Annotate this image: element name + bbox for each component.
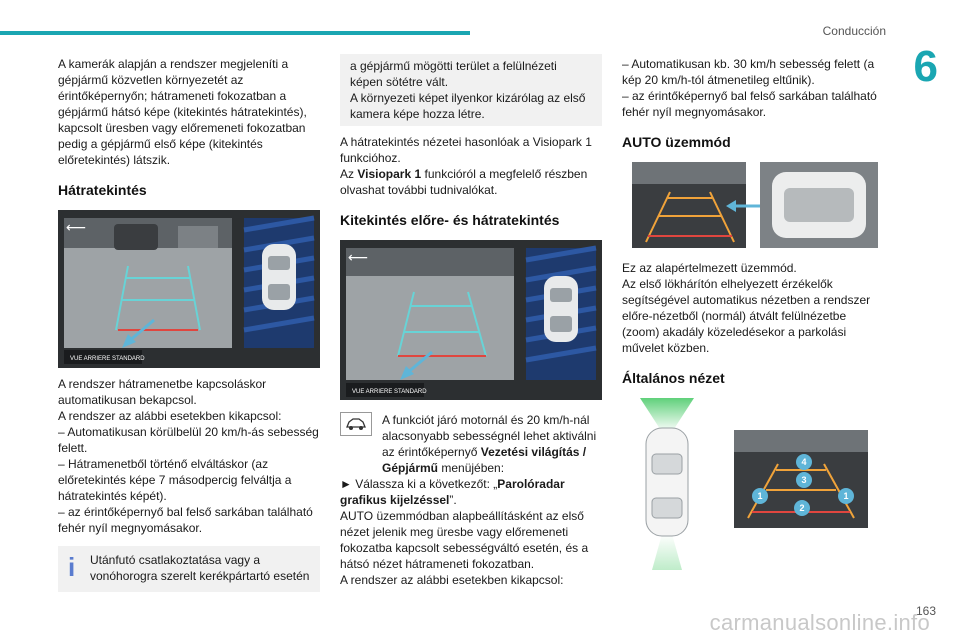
- off-bullet-3: – az érintőképernyő bal felső sarkában t…: [58, 505, 313, 535]
- auto-mode-text: AUTO üzemmódban alapbeállításként az els…: [340, 509, 589, 571]
- watermark: carmanualsonline.info: [709, 610, 930, 635]
- note-cont-2: A környezeti képet ilyenkor kizárólag az…: [350, 91, 586, 121]
- section-title: Conducción: [822, 24, 886, 38]
- activation-text: A funkciót járó motornál és 20 km/h-nál …: [382, 413, 597, 475]
- column-1: A kamerák alapján a rendszer megjeleníti…: [58, 56, 320, 600]
- page-number: 163: [915, 604, 936, 618]
- front-rear-camera-image: VUE ARRIERE STANDARD ⟵: [340, 240, 602, 400]
- marker-3: [796, 472, 812, 488]
- marker-4: [796, 454, 812, 470]
- off-bullet-1: – Automatikusan körülbelül 20 km/h-ás se…: [58, 425, 319, 455]
- activation-row: A funkciót járó motornál és 20 km/h-nál …: [340, 412, 602, 476]
- info-note: i Utánfutó csatlakoztatása vagy a vonóho…: [58, 546, 320, 592]
- rear-camera-image: VUE ARRIERE STANDARD ⟵: [58, 210, 320, 368]
- back-arrow-icon: ⟵: [348, 250, 368, 266]
- chapter-number: 6: [913, 42, 938, 91]
- marker-1-left: [752, 488, 768, 504]
- heading-front-rear-view: Kitekintés előre- és hátratekintés: [340, 212, 560, 228]
- marker-4-label: 4: [801, 457, 806, 467]
- front-rear-image-label: VUE ARRIERE STANDARD: [352, 389, 427, 395]
- heading-rear-view: Hátratekintés: [58, 182, 147, 198]
- rear-image-label: VUE ARRIERE STANDARD: [70, 356, 145, 362]
- auto-mode-images: [622, 162, 884, 250]
- car-icon: [340, 412, 372, 436]
- off-conditions-text-2: A rendszer az alábbi esetekben kikapcsol…: [340, 573, 564, 587]
- select-instruction: ► Válassza ki a következőt: „Parolóradar…: [340, 477, 565, 507]
- marker-3-label: 3: [801, 475, 806, 485]
- heading-general-view: Általános nézet: [622, 370, 725, 386]
- marker-1-right: [838, 488, 854, 504]
- off-bullet-arrow: – az érintőképernyő bal felső sarkában t…: [622, 89, 877, 119]
- heading-auto-mode: AUTO üzemmód: [622, 134, 731, 150]
- intro-paragraph: A kamerák alapján a rendszer megjeleníti…: [58, 57, 307, 167]
- visiopark-text: A hátratekintés nézetei hasonlóak a Visi…: [340, 135, 592, 165]
- column-3: – Automatikusan kb. 30 km/h sebesség fel…: [622, 56, 884, 570]
- off-bullet-speed: – Automatikusan kb. 30 km/h sebesség fel…: [622, 57, 875, 87]
- note-cont-1: a gépjármű mögötti terület a felülnézeti…: [350, 59, 557, 89]
- default-mode-text: Ez az alapértelmezett üzemmód.: [622, 261, 797, 275]
- back-arrow-icon: ⟵: [66, 220, 86, 236]
- off-conditions-text: A rendszer az alábbi esetekben kikapcsol…: [58, 409, 282, 423]
- info-note-text: Utánfutó csatlakoztatása vagy a vonóhoro…: [90, 553, 310, 583]
- column-2: a gépjármű mögötti terület a felülnézeti…: [340, 54, 602, 588]
- marker-2-label: 2: [799, 503, 804, 513]
- marker-2: [794, 500, 810, 516]
- general-view-images: 1 2 1 3 4: [622, 398, 884, 570]
- marker-1-left-label: 1: [757, 491, 762, 501]
- auto-switch-text: Az első lökhárítón elhelyezett érzékelők…: [622, 277, 871, 355]
- auto-on-text: A rendszer hátramenetbe kapcsoláskor aut…: [58, 377, 267, 407]
- off-bullet-2: – Hátramenetből történő elváltáskor (az …: [58, 457, 292, 503]
- header-accent-bar: [0, 31, 470, 35]
- marker-1-right-label: 1: [843, 491, 848, 501]
- visiopark-ref: Az Visiopark 1 funkcióról a megfelelő ré…: [340, 167, 588, 197]
- info-note-continued: a gépjármű mögötti terület a felülnézeti…: [340, 54, 602, 126]
- info-icon: i: [68, 552, 76, 582]
